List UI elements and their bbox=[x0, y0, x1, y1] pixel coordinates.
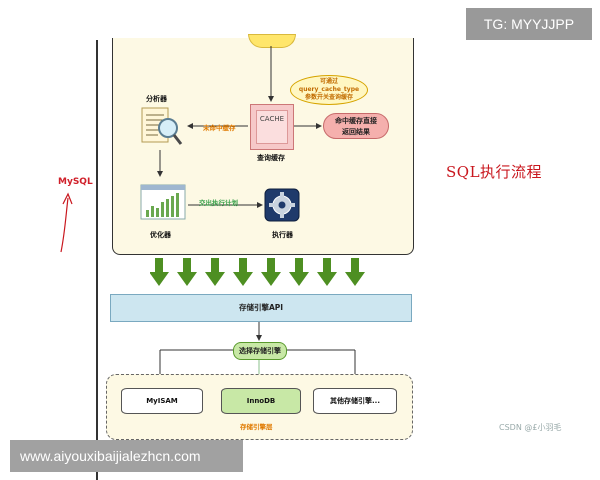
cloud-note-line-2: query_cache_type bbox=[298, 86, 360, 93]
analyzer-magnifier-icon bbox=[141, 107, 183, 145]
mysql-side-label: MySQL bbox=[58, 177, 93, 187]
engine-myisam: MyISAM bbox=[121, 388, 203, 414]
tg-watermark: TG: MYYJJPP bbox=[466, 8, 592, 40]
select-engine-node: 选择存储引擎 bbox=[233, 342, 287, 360]
engine-innodb: InnoDB bbox=[221, 388, 301, 414]
optimizer-label: 优化器 bbox=[150, 231, 171, 239]
csdn-watermark: CSDN @£小羽毛 bbox=[499, 423, 562, 432]
url-watermark: www.aiyouxibaijialezhcn.com bbox=[10, 440, 243, 472]
optimizer-chart-icon bbox=[140, 184, 186, 220]
cache-type-note: 可通过 query_cache_type 参数开关查询缓存 bbox=[290, 75, 368, 105]
cache-hit-line-1: 命中缓存直接 bbox=[335, 117, 377, 125]
executor-gear-icon bbox=[264, 188, 300, 222]
red-arrow-icon bbox=[60, 192, 73, 253]
engine-layer-label: 存储引擎层 bbox=[240, 423, 273, 431]
query-cache-label: 查询缓存 bbox=[257, 154, 285, 162]
exec-plan-label: 交出执行计划 bbox=[199, 199, 238, 207]
page-title: SQL执行流程 bbox=[446, 163, 543, 181]
storage-engine-api: 存储引擎API bbox=[110, 294, 412, 322]
cloud-note-line-3: 参数开关查询缓存 bbox=[304, 94, 353, 101]
cache-hit-box: 命中缓存直接 返回结果 bbox=[323, 113, 389, 139]
analyzer-label: 分析器 bbox=[146, 95, 167, 103]
mysql-bracket-line bbox=[96, 40, 98, 480]
cache-miss-label: 未命中缓存 bbox=[203, 124, 236, 132]
cache-label-box: CACHE bbox=[256, 110, 288, 144]
cloud-note-line-1: 可通过 bbox=[319, 78, 338, 85]
engine-other: 其他存储引擎... bbox=[313, 388, 397, 414]
cache-hit-line-2: 返回结果 bbox=[342, 128, 370, 136]
green-down-arrows bbox=[150, 258, 365, 286]
executor-label: 执行器 bbox=[272, 231, 293, 239]
